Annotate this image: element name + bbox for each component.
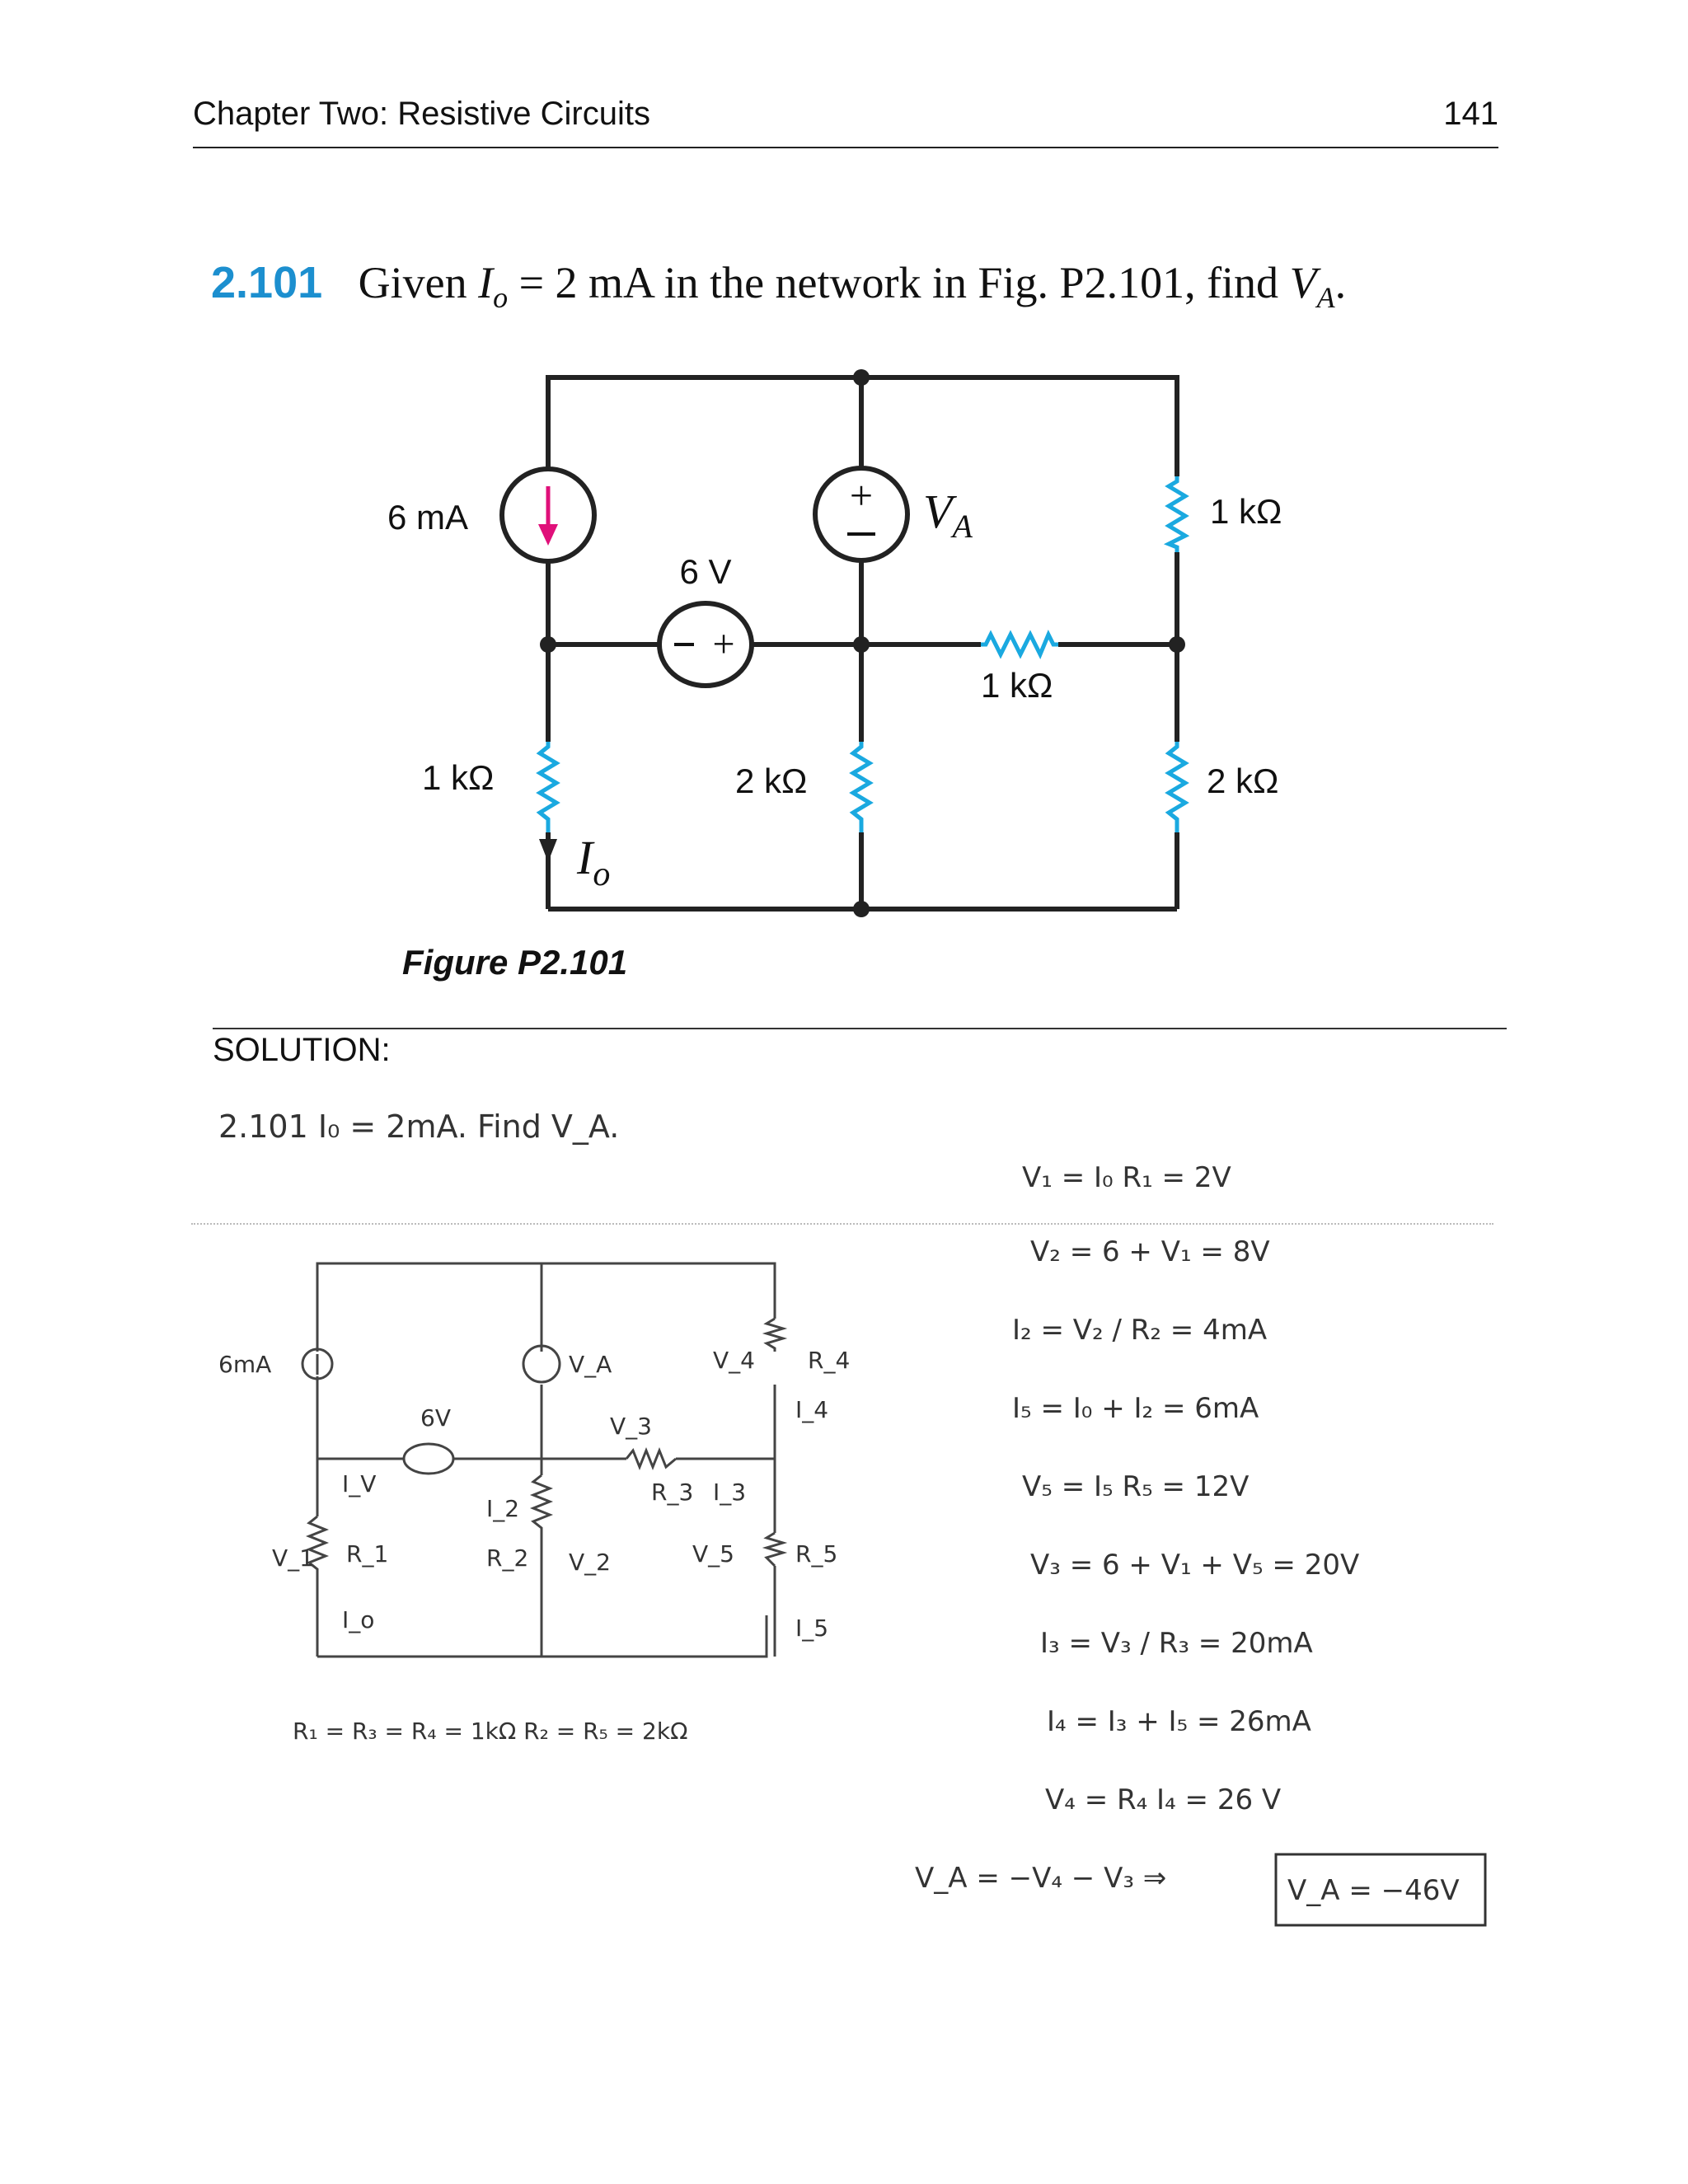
- svg-text:V_1: V_1: [272, 1544, 314, 1572]
- resistors: [536, 476, 1190, 832]
- svg-text:I_2: I_2: [486, 1495, 519, 1522]
- svg-text:R_3: R_3: [651, 1479, 693, 1506]
- answer-box: [1274, 1853, 1487, 1927]
- plus-icon: +: [850, 472, 873, 518]
- io-arrow-icon: [539, 839, 557, 862]
- r-middle-bottom-label: 2 kΩ: [735, 762, 807, 800]
- svg-text:V_A = −V₄ − V₃ ⇒: V_A = −V₄ − V₃ ⇒: [915, 1862, 1166, 1895]
- voltage-source-va: +: [813, 466, 910, 563]
- solution-label: SOLUTION:: [213, 1032, 391, 1068]
- figure-caption: Figure P2.101: [402, 943, 627, 982]
- svg-text:R_5: R_5: [795, 1540, 837, 1568]
- svg-text:6mA: 6mA: [218, 1351, 271, 1378]
- current-source-6ma: [499, 466, 597, 564]
- voltage-source-6v-label: 6 V: [679, 552, 731, 591]
- current-source-label: 6 mA: [387, 498, 468, 537]
- circuit-figure: 6 mA + VA + 6 V 1 kΩ 1 kΩ 1 kΩ 2 kΩ 2 kΩ…: [387, 369, 1282, 982]
- sketch-resistors: [305, 1317, 788, 1574]
- problem-text-middle: = 2 mA in the network in Fig. P2.101, fi…: [518, 258, 1279, 307]
- svg-text:R_2: R_2: [486, 1544, 528, 1572]
- svg-text:V₃ = 6 + V₁ + V₅ = 20V: V₃ = 6 + V₁ + V₅ = 20V: [1030, 1549, 1359, 1582]
- svg-text:I_4: I_4: [795, 1396, 828, 1423]
- chapter-title: Chapter Two: Resistive Circuits: [193, 96, 650, 132]
- svg-text:V_5: V_5: [692, 1540, 734, 1568]
- r-left-bottom-label: 1 kΩ: [422, 758, 494, 797]
- problem-text-end: .: [1334, 258, 1347, 307]
- resistor-top-right: [1163, 476, 1190, 552]
- svg-text:V₁ = I₀ R₁ = 2V: V₁ = I₀ R₁ = 2V: [1022, 1161, 1231, 1194]
- resistor-middle-bottom: [849, 742, 874, 832]
- io-sub: o: [493, 280, 509, 314]
- problem-text-prefix: Given: [358, 258, 467, 307]
- r-top-right-label: 1 kΩ: [1210, 492, 1282, 531]
- voltage-source-6v: +: [657, 601, 754, 688]
- page-number: 141: [1443, 96, 1498, 132]
- svg-text:V_3: V_3: [610, 1413, 652, 1440]
- svg-text:I₂ = V₂ / R₂ = 4mA: I₂ = V₂ / R₂ = 4mA: [1012, 1314, 1267, 1347]
- va-symbol: V: [1289, 258, 1317, 307]
- svg-text:I₄ = I₃ + I₅ = 26mA: I₄ = I₃ + I₅ = 26mA: [1047, 1705, 1311, 1738]
- svg-text:V₂ = 6 + V₁ = 8V: V₂ = 6 + V₁ = 8V: [1030, 1235, 1270, 1268]
- svg-text:I_V: I_V: [342, 1470, 376, 1497]
- solution-equations: V₁ = I₀ R₁ = 2V V₂ = 6 + V₁ = 8V I₂ = V₂…: [915, 1161, 1359, 1895]
- svg-text:I_5: I_5: [795, 1615, 828, 1642]
- r-middle-horizontal-label: 1 kΩ: [981, 666, 1053, 705]
- io-label: Io: [576, 831, 610, 893]
- final-answer: V_A = −46V: [1287, 1874, 1460, 1907]
- svg-text:I_3: I_3: [713, 1479, 746, 1506]
- sketch-sources: [301, 1344, 561, 1475]
- svg-text:I₃ = V₃ / R₃ = 20mA: I₃ = V₃ / R₃ = 20mA: [1040, 1627, 1313, 1660]
- scan-artifact-dots: [191, 1223, 1493, 1225]
- r-right-bottom-label: 2 kΩ: [1207, 762, 1278, 800]
- arrow-down-icon: [538, 524, 558, 546]
- svg-text:V_2: V_2: [569, 1549, 611, 1576]
- svg-text:V_A: V_A: [569, 1351, 612, 1378]
- va-label: VA: [923, 485, 973, 545]
- va-sub: A: [1316, 280, 1335, 314]
- svg-text:R₁ = R₃ = R₄ = 1kΩ R₂ = R₅: R₁ = R₃ = R₄ = 1kΩ R₂ = R₅ = 2kΩ: [293, 1718, 687, 1745]
- resistor-left-bottom: [536, 742, 560, 832]
- problem-number: 2.101: [211, 258, 323, 307]
- svg-text:V₅ = I₅ R₅ = 12V: V₅ = I₅ R₅ = 12V: [1022, 1470, 1249, 1503]
- svg-text:I₅ = I₀ + I₂ = 6mA: I₅ = I₀ + I₂ = 6mA: [1012, 1392, 1259, 1425]
- problem-statement: 2.101 Given Io = 2 mA in the network in …: [211, 257, 1346, 315]
- svg-text:6V: 6V: [420, 1404, 451, 1432]
- sketch-labels: 6mA 6V V_A I_V V_1 R_1 I_o I_2 R_2 V_2 V…: [218, 1347, 850, 1745]
- resistor-middle-horizontal: [981, 629, 1058, 660]
- io-symbol: I: [478, 258, 494, 307]
- svg-text:V_4: V_4: [713, 1347, 755, 1374]
- resistor-right-bottom: [1165, 742, 1189, 832]
- svg-text:I_o: I_o: [342, 1606, 374, 1633]
- solution-heading: 2.101 I₀ = 2mA. Find V_A.: [218, 1108, 619, 1145]
- handwritten-solution: 2.101 I₀ = 2mA. Find V_A.: [218, 1108, 1487, 1927]
- sketch-wires: [316, 1262, 776, 1658]
- svg-text:R_4: R_4: [808, 1347, 850, 1374]
- solution-rule: [213, 1028, 1507, 1029]
- header-rule: [193, 147, 1498, 148]
- circuit-nodes: [540, 369, 1185, 917]
- svg-text:V₄ = R₄ I₄ = 26 V: V₄ = R₄ I₄ = 26 V: [1045, 1783, 1281, 1816]
- plus-icon: +: [712, 622, 734, 666]
- svg-text:R_1: R_1: [346, 1540, 388, 1568]
